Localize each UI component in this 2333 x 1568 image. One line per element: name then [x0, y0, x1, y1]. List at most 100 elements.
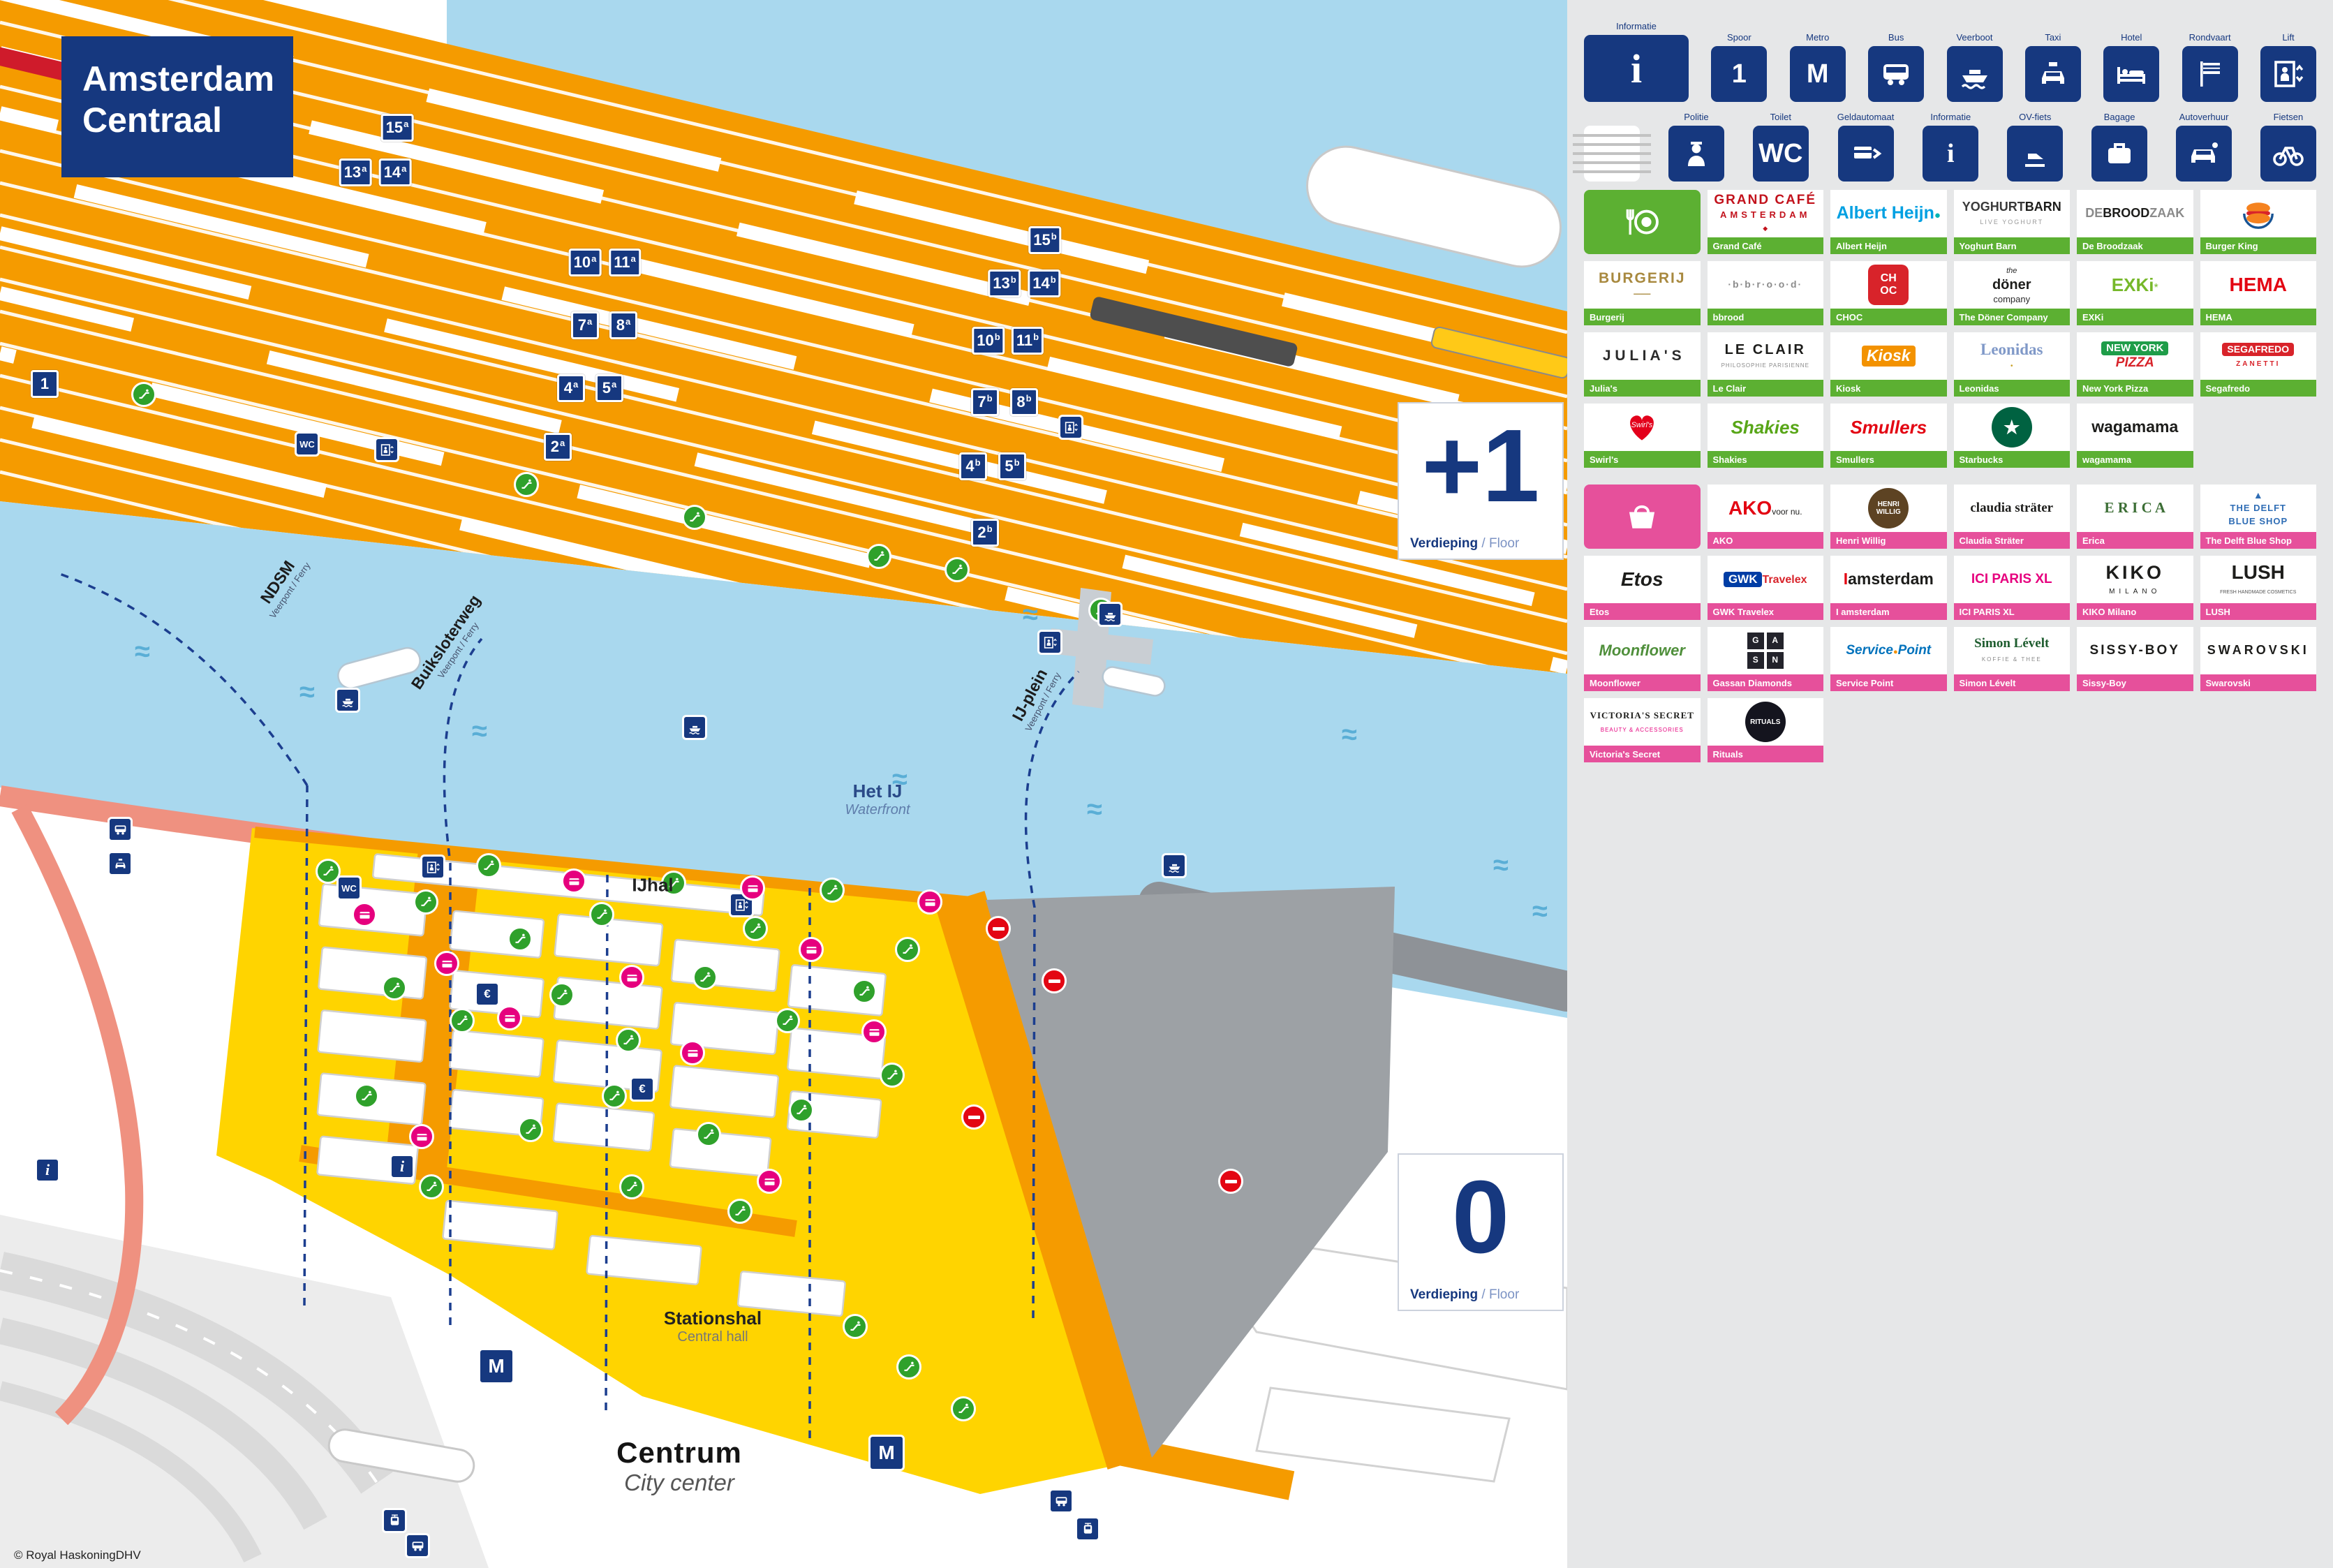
store-bar: wagamama — [2077, 451, 2193, 468]
store-card-burgerij: BURGERIJ━━━━━Burgerij — [1584, 261, 1701, 325]
water-symbol: ≈ — [472, 716, 487, 747]
city-building — [1255, 1386, 1511, 1483]
store-bar: ICI PARIS XL — [1953, 603, 2070, 620]
note-line — [1573, 161, 1651, 164]
store-logo-kiosk: Kiosk — [1830, 332, 1947, 380]
store-logo-claudia-strater: claudia sträter — [1970, 500, 2054, 515]
store-logo-smullers: Smullers — [1850, 416, 1927, 438]
water-symbol: ≈ — [299, 676, 315, 708]
legend-tile-lifttile: Lift — [2260, 32, 2316, 102]
escalator-icon — [514, 472, 539, 497]
store-logo-rituals: RITUALS — [1708, 698, 1824, 746]
bus-island — [1306, 145, 1562, 268]
floor-indicator-upper: +1 Verdieping / Floor — [1398, 402, 1564, 560]
water-symbol: ≈ — [135, 636, 150, 667]
store-bar: bbrood — [1707, 309, 1823, 325]
ticket-machine-icon — [352, 902, 377, 927]
store-bar: EXKi — [2077, 309, 2193, 325]
ticket-machine-icon — [409, 1124, 434, 1149]
taxi-tile-icon — [2024, 46, 2081, 102]
ticket-machine-icon — [434, 951, 459, 976]
escalator-icon — [682, 505, 707, 530]
store-bar: The Delft Blue Shop — [2200, 532, 2316, 549]
legend-tile-ferrytile: Veerboot — [1946, 32, 2003, 102]
tile-caption: Geldautomaat — [1837, 112, 1895, 122]
info-tile-icon: i — [1923, 126, 1979, 182]
store-logo-exki: EXKi * — [2111, 274, 2158, 295]
ferry-route-lines — [55, 571, 1080, 1438]
floor-caption: Verdieping / Floor — [1410, 536, 1520, 551]
store-bar: Victoria's Secret — [1584, 746, 1701, 762]
store-bar: Albert Heijn — [1830, 237, 1947, 254]
store-bar: Leonidas — [1953, 380, 2070, 397]
store-bar: HEMA — [2200, 309, 2316, 325]
ferry-icon — [682, 715, 707, 740]
store-bar: CHOC — [1830, 309, 1947, 325]
lift-icon — [374, 437, 399, 462]
ticket-machine-icon — [799, 937, 824, 962]
store-bar: Henri Willig — [1830, 532, 1947, 549]
store-bar: Julia's — [1584, 380, 1701, 397]
note-line — [1573, 143, 1651, 146]
atm-icon: € — [475, 982, 500, 1007]
lift-icon — [420, 855, 445, 880]
floor-indicator-ground: 0 Verdieping / Floor — [1398, 1153, 1564, 1311]
store-logo-hema: HEMA — [2229, 273, 2287, 295]
ticket-machine-icon — [757, 1169, 782, 1194]
station-title-line2: Centraal — [82, 101, 223, 140]
empty-cell — [2077, 698, 2193, 762]
escalator-icon — [696, 1122, 721, 1147]
ticket-machine-icon — [497, 1005, 522, 1030]
escalator-icon — [382, 975, 407, 1000]
store-logo-burger-king — [2200, 190, 2317, 237]
floor-caption: Verdieping / Floor — [1410, 1287, 1520, 1302]
tile-caption: Taxi — [2045, 32, 2061, 43]
water-symbol: ≈ — [1342, 719, 1357, 750]
escalator-icon — [602, 1083, 627, 1109]
escalator-icon — [508, 926, 533, 952]
station-title-line1: Amsterdam — [82, 59, 275, 98]
hotel-tile-icon — [2103, 46, 2160, 102]
tile-caption: Spoor — [1727, 32, 1751, 43]
empty-cell — [2200, 698, 2317, 762]
store-logo-swarovski: SWAROVSKI — [2207, 643, 2309, 658]
no-entry-icon — [1218, 1169, 1243, 1194]
escalator-icon — [789, 1097, 814, 1123]
store-logo-etos: Etos — [1620, 568, 1664, 590]
area-label-main: Stationshal — [663, 1308, 762, 1329]
store-logo-julias: J U L I A ' S — [1602, 348, 1682, 364]
